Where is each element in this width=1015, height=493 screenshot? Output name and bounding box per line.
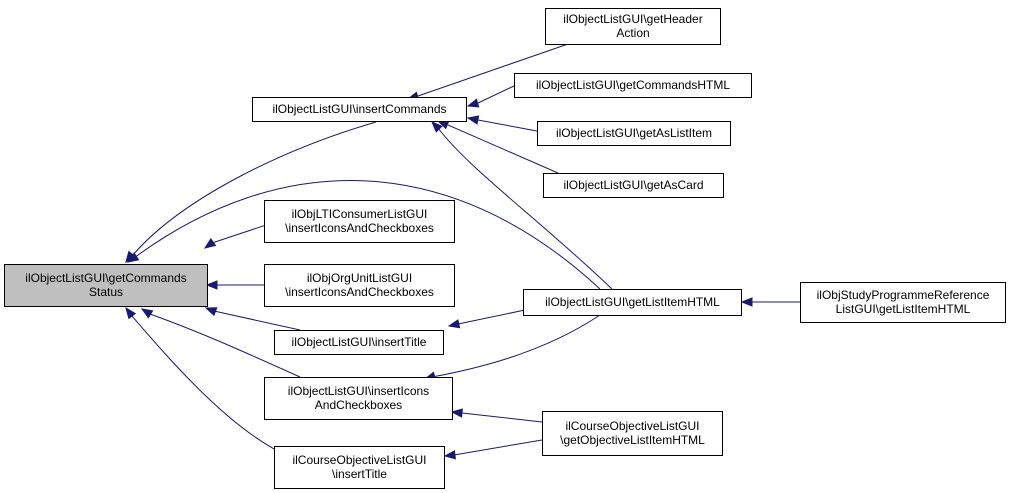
node-box: [264, 200, 455, 243]
node-box: [537, 121, 731, 146]
node-label-line: ilObjectListGUI\getAsCard: [563, 178, 703, 192]
node-box: [543, 173, 724, 198]
node-box: [252, 97, 467, 122]
node-label-line: ilObjectListGUI\getCommandsHTML: [536, 78, 730, 92]
node-label-line: ilObjectListGUI\insertTitle: [292, 335, 427, 349]
edge-line: [213, 310, 301, 331]
node-lti-insert-icons[interactable]: ilObjLTIConsumerListGUI\insertIconsAndCh…: [264, 200, 455, 243]
edge-line: [131, 121, 377, 257]
edge-course-get-objective-to-insert-icons: [450, 408, 543, 423]
edge-line: [131, 315, 289, 457]
node-label-line: \insertIconsAndCheckboxes: [285, 285, 434, 299]
node-label-line: ListGUI\getListItemHTML: [836, 302, 971, 316]
edge-line: [437, 127, 613, 290]
node-orgunit-insert-icons[interactable]: ilObjOrgUnitListGUI\insertIconsAndCheckb…: [264, 264, 455, 307]
node-box: [274, 446, 445, 489]
node-label-line: ilCourseObjectiveListGUI: [565, 419, 699, 433]
edge-orgunit-insert-icons-to-get-commands-status: [205, 280, 264, 290]
node-label-line: Status: [89, 285, 123, 299]
node-box: [4, 264, 208, 307]
arrow-head: [203, 238, 217, 249]
node-label-line: ilObjStudyProgrammeReference: [817, 288, 990, 302]
node-get-list-item-html[interactable]: ilObjectListGUI\getListItemHTML: [523, 289, 742, 316]
node-box: [542, 411, 723, 456]
node-insert-icons[interactable]: ilObjectListGUI\insertIconsAndCheckboxes: [264, 377, 453, 420]
node-label-line: ilObjectListGUI\insertCommands: [272, 102, 446, 116]
arrow-head: [466, 115, 480, 125]
edge-get-list-item-html-to-insert-commands: [431, 121, 613, 290]
arrow-head: [204, 307, 218, 317]
edge-line: [453, 439, 543, 456]
edge-course-get-objective-to-course-insert-title: [443, 439, 543, 460]
edge-get-as-list-item-to-insert-commands: [466, 115, 538, 132]
node-course-get-objective[interactable]: ilCourseObjectiveListGUI\getObjectiveLis…: [542, 411, 723, 456]
nodes-layer: ilObjectListGUI\getCommandsStatusilObjec…: [4, 8, 1006, 489]
edge-line: [477, 85, 515, 104]
edge-insert-icons-to-get-commands-status: [140, 308, 301, 378]
edge-line: [149, 313, 301, 378]
node-label-line: ilObjectListGUI\getAsListItem: [556, 126, 712, 140]
node-label-line: \getObjectiveListItemHTML: [560, 433, 705, 447]
node-label-line: AndCheckboxes: [315, 398, 402, 412]
node-box: [274, 330, 444, 355]
node-insert-commands[interactable]: ilObjectListGUI\insertCommands: [252, 97, 467, 122]
node-label-line: Action: [616, 26, 649, 40]
arrow-head: [205, 280, 218, 290]
node-box: [800, 282, 1006, 323]
arrow-head: [447, 319, 461, 329]
node-insert-title[interactable]: ilObjectListGUI\insertTitle: [274, 330, 444, 355]
arrow-head: [140, 308, 154, 319]
edge-get-list-item-html-to-insert-title: [447, 309, 526, 329]
arrow-head: [125, 306, 137, 320]
edges-layer: [125, 43, 800, 460]
edge-get-list-item-html-to-get-commands-status: [126, 180, 601, 290]
node-box: [264, 377, 453, 420]
node-label-line: ilObjectListGUI\getHeader: [563, 12, 702, 26]
node-get-as-list-item[interactable]: ilObjectListGUI\getAsListItem: [537, 121, 731, 146]
node-course-insert-title[interactable]: ilCourseObjectiveListGUI\insertTitle: [274, 446, 445, 489]
arrow-head: [450, 408, 463, 418]
edge-line: [461, 412, 543, 423]
node-label-line: \insertTitle: [332, 467, 387, 481]
arrow-head: [431, 121, 443, 133]
node-label-line: \insertIconsAndCheckboxes: [285, 221, 434, 235]
node-box: [264, 264, 455, 307]
node-box: [523, 289, 742, 316]
node-box: [545, 8, 721, 45]
edge-get-commands-html-to-insert-commands: [466, 85, 515, 108]
edge-line: [431, 314, 601, 378]
node-get-commands-html[interactable]: ilObjectListGUI\getCommandsHTML: [514, 73, 752, 98]
node-label-line: ilCourseObjectiveListGUI: [292, 453, 426, 467]
node-label-line: ilObjectListGUI\getListItemHTML: [545, 295, 720, 309]
arrow-head: [466, 98, 480, 108]
edge-course-insert-title-to-get-commands-status: [125, 306, 289, 457]
node-label-line: ilObjectListGUI\insertIcons: [288, 384, 429, 398]
node-label-line: ilObjectListGUI\getCommands: [25, 271, 186, 285]
edge-line: [447, 124, 559, 174]
edge-study-programme-to-get-list-item-html: [740, 297, 800, 307]
node-study-programme[interactable]: ilObjStudyProgrammeReferenceListGUI\getL…: [800, 282, 1006, 323]
edge-insert-title-to-get-commands-status: [204, 307, 301, 331]
node-label-line: ilObjOrgUnitListGUI: [307, 271, 412, 285]
arrow-head: [126, 252, 140, 263]
edge-line: [477, 119, 538, 132]
edge-line: [133, 180, 601, 290]
edge-line: [417, 43, 569, 97]
node-get-as-card[interactable]: ilObjectListGUI\getAsCard: [543, 173, 724, 198]
arrow-head: [740, 297, 753, 307]
node-label-line: ilObjLTIConsumerListGUI: [292, 207, 428, 221]
edge-line: [457, 309, 526, 325]
node-box: [514, 73, 752, 98]
arrow-head: [443, 450, 456, 460]
